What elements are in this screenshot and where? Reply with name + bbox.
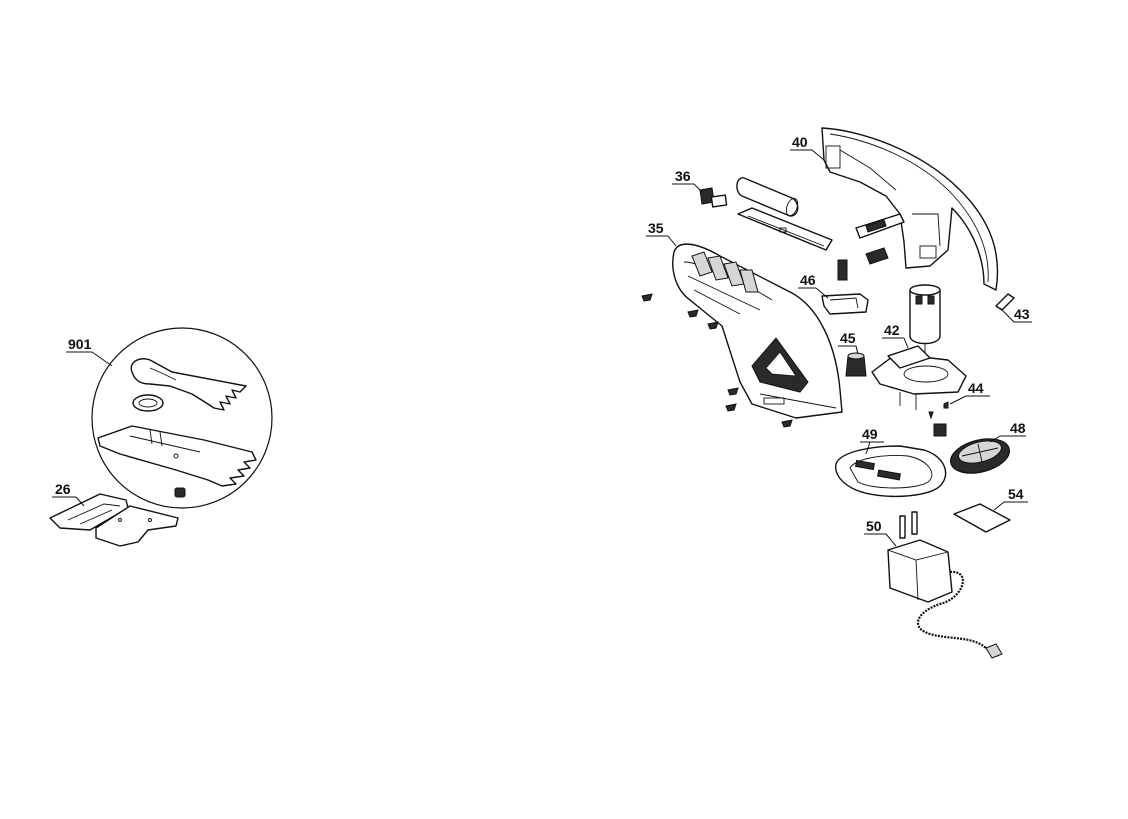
label-46: 46 [800,272,816,288]
handle-housing: 35 [646,220,843,419]
charger-plug [985,643,1003,659]
charger-prong-left [899,515,906,539]
charger: 50 [864,511,1003,659]
screw [781,419,793,428]
blade-knob [174,487,186,498]
shrub-blade [97,425,257,487]
screw [727,387,739,396]
blade-cover-lower [95,505,179,547]
blade-clip [132,394,164,412]
detail-circle [91,327,273,509]
spring [865,247,889,265]
label-48: 48 [1010,420,1026,436]
switch-slider [855,213,905,239]
label-sheet: 54 [953,486,1028,533]
label-43: 43 [1014,306,1030,322]
switch-bracket-body [821,293,869,315]
housing-half-shell [821,127,999,291]
switch-contact [837,259,848,281]
gear-wheel: 48 [950,420,1026,474]
clip-body [995,293,1015,311]
charger-cable [916,570,999,657]
label-40: 40 [792,134,808,150]
blade-set-detail: 901 [66,327,273,509]
blade-cover: 26 [49,481,179,547]
screw [687,309,699,318]
label-sheet-body [953,503,1011,533]
screw [707,321,719,330]
battery-holder [737,207,833,251]
pinion: 45 [838,330,867,377]
gear-shaft [933,423,947,437]
gear-shaft-body [933,423,947,437]
small-screw-body [943,401,949,409]
switch-plate [710,194,728,208]
label-44: 44 [968,380,984,396]
switch-contact-body [837,259,848,281]
label-901: 901 [68,336,92,352]
switch-bracket: 46 [798,272,869,315]
battery [736,177,799,217]
label-36: 36 [675,168,691,184]
switch-assembly: 36 [672,168,728,208]
motor [909,284,941,354]
grass-blade-upper [130,358,247,411]
clip: 43 [995,293,1032,323]
base-cover: 49 [835,426,947,498]
housing-half: 40 [790,127,999,291]
label-50: 50 [866,518,882,534]
label-35: 35 [648,220,664,236]
handle-screws [641,293,793,428]
screw [641,293,653,302]
small-screw: 44 [928,380,990,420]
handle-grip-ribs [691,251,759,293]
label-42: 42 [884,322,900,338]
label-54: 54 [1008,486,1024,502]
charger-prong-right [911,511,918,535]
label-26: 26 [55,481,71,497]
gear-housing: 42 [871,322,967,410]
spring-coil [865,247,889,265]
screw [725,403,737,412]
label-45: 45 [840,330,856,346]
motor-body [909,289,941,345]
label-49: 49 [862,426,878,442]
charger-body [887,539,953,603]
